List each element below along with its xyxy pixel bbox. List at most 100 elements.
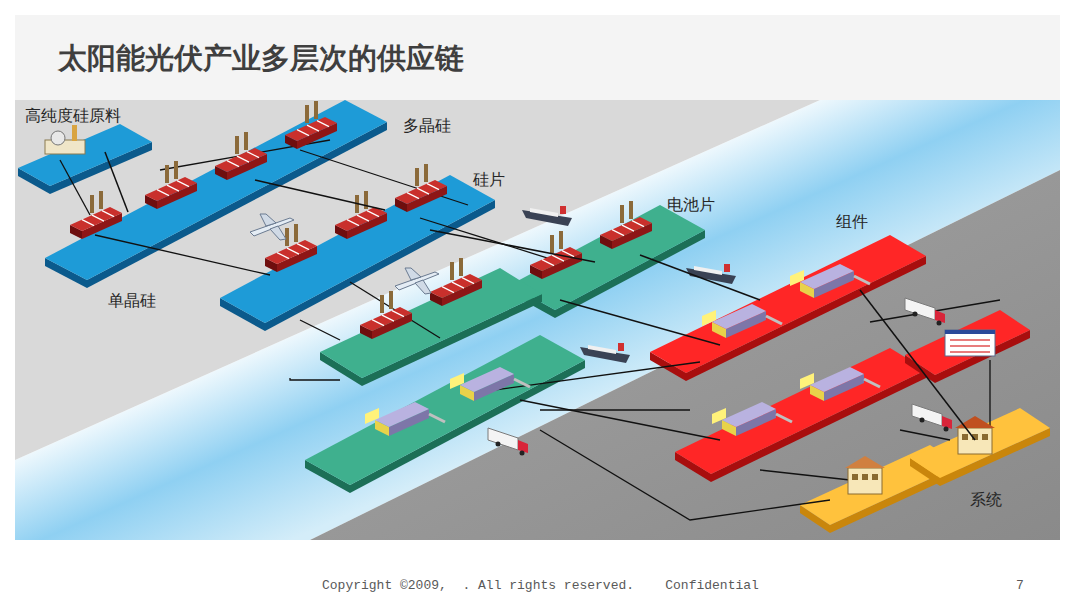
chimney (380, 295, 384, 313)
factory-stripe (632, 221, 644, 227)
building-icon (845, 456, 885, 494)
plant-tank (51, 131, 65, 145)
stage-label: 单晶硅 (108, 291, 156, 311)
factory-icon (145, 161, 197, 209)
conveyor (766, 316, 782, 324)
building-body (958, 428, 992, 454)
footer-text: Copyright ©2009, . All rights reserved. … (322, 578, 759, 594)
factory-stripe (177, 181, 189, 187)
factory-stripe (297, 244, 309, 250)
factory-stripe (542, 260, 554, 266)
conveyor (864, 379, 880, 387)
factory-icon (335, 191, 387, 239)
warehouse-block (450, 373, 464, 389)
building-window (982, 434, 988, 440)
truck-box (912, 404, 942, 426)
screen-bar (945, 330, 995, 334)
ship-icon (522, 206, 572, 226)
building-window (862, 474, 868, 480)
band-top (675, 348, 926, 474)
river-band (15, 100, 1060, 540)
page-number: 7 (1016, 578, 1024, 594)
truck-wheel (520, 451, 525, 456)
factory-stripe (297, 130, 309, 136)
factory-roof (600, 217, 652, 241)
screen-row (950, 351, 990, 353)
chimney (629, 201, 633, 219)
supply-chain-stage: 高纯度硅原料 (15, 104, 155, 194)
wire (300, 320, 340, 340)
factory-roof (215, 148, 267, 172)
factory-stripe (612, 230, 624, 236)
plant-icon (45, 125, 85, 154)
conveyor (429, 414, 445, 422)
chimney (424, 164, 428, 182)
factory-stripe (317, 121, 329, 127)
factory-stripe (452, 282, 464, 288)
stage-label: 电池片 (667, 195, 715, 215)
chimney (389, 291, 393, 309)
supply-chain-stage: 系统 (800, 405, 1060, 540)
factory-stripe (92, 215, 104, 221)
factory-stripe (622, 225, 634, 231)
wire (420, 218, 560, 262)
chimney (294, 224, 298, 242)
factory-roof (395, 180, 447, 204)
truck-icon (905, 298, 945, 326)
factory-stripe (287, 248, 299, 254)
warehouse-icon (790, 264, 870, 298)
wires (60, 140, 1000, 520)
chimney (314, 101, 318, 119)
supply-chain-stage: 组件 (645, 208, 935, 398)
plane-wing (260, 214, 276, 226)
plane-wing (270, 226, 286, 240)
screen-frame (945, 330, 995, 356)
factory-icon (70, 191, 122, 239)
header-band (15, 15, 1060, 100)
warehouse-roof (800, 264, 854, 289)
warehouse-roof (460, 367, 514, 392)
factory-stripe (407, 193, 419, 199)
factory-roof (145, 177, 197, 201)
factory-stripe (417, 188, 429, 194)
plane-wing (415, 280, 431, 294)
airplane-icon (250, 214, 294, 240)
building-window (962, 434, 968, 440)
factory-icon (360, 291, 412, 339)
factory-icon (285, 101, 337, 149)
warehouse-block (800, 373, 814, 389)
factory-stripe (442, 287, 454, 293)
chimney (305, 105, 309, 123)
truck-box (905, 298, 935, 320)
factory-stripe (277, 253, 289, 259)
wire (290, 378, 340, 380)
factory-stripe (357, 215, 369, 221)
building-window (852, 474, 858, 480)
ship-icon (580, 343, 630, 363)
band-side (935, 330, 1030, 383)
plane-wing (405, 268, 421, 280)
warehouse-roof (722, 402, 776, 427)
chimney (450, 262, 454, 280)
wire (870, 300, 1000, 322)
factory-roof (70, 207, 122, 231)
factory-stripe (82, 220, 94, 226)
factory-roof (360, 307, 412, 331)
chimney (244, 132, 248, 150)
ship-deck (694, 266, 722, 275)
chimney (174, 161, 178, 179)
ship-bridge (618, 343, 624, 351)
warehouse-icon (365, 402, 445, 436)
supply-link (860, 290, 975, 440)
truck-wheel (920, 418, 925, 423)
building-body (848, 468, 882, 494)
warehouse-icon (702, 304, 782, 338)
warehouse-block (365, 408, 379, 424)
factory-stripe (427, 184, 439, 190)
factory-stripe (347, 220, 359, 226)
truck-wheel (496, 442, 501, 447)
wire (540, 430, 830, 520)
